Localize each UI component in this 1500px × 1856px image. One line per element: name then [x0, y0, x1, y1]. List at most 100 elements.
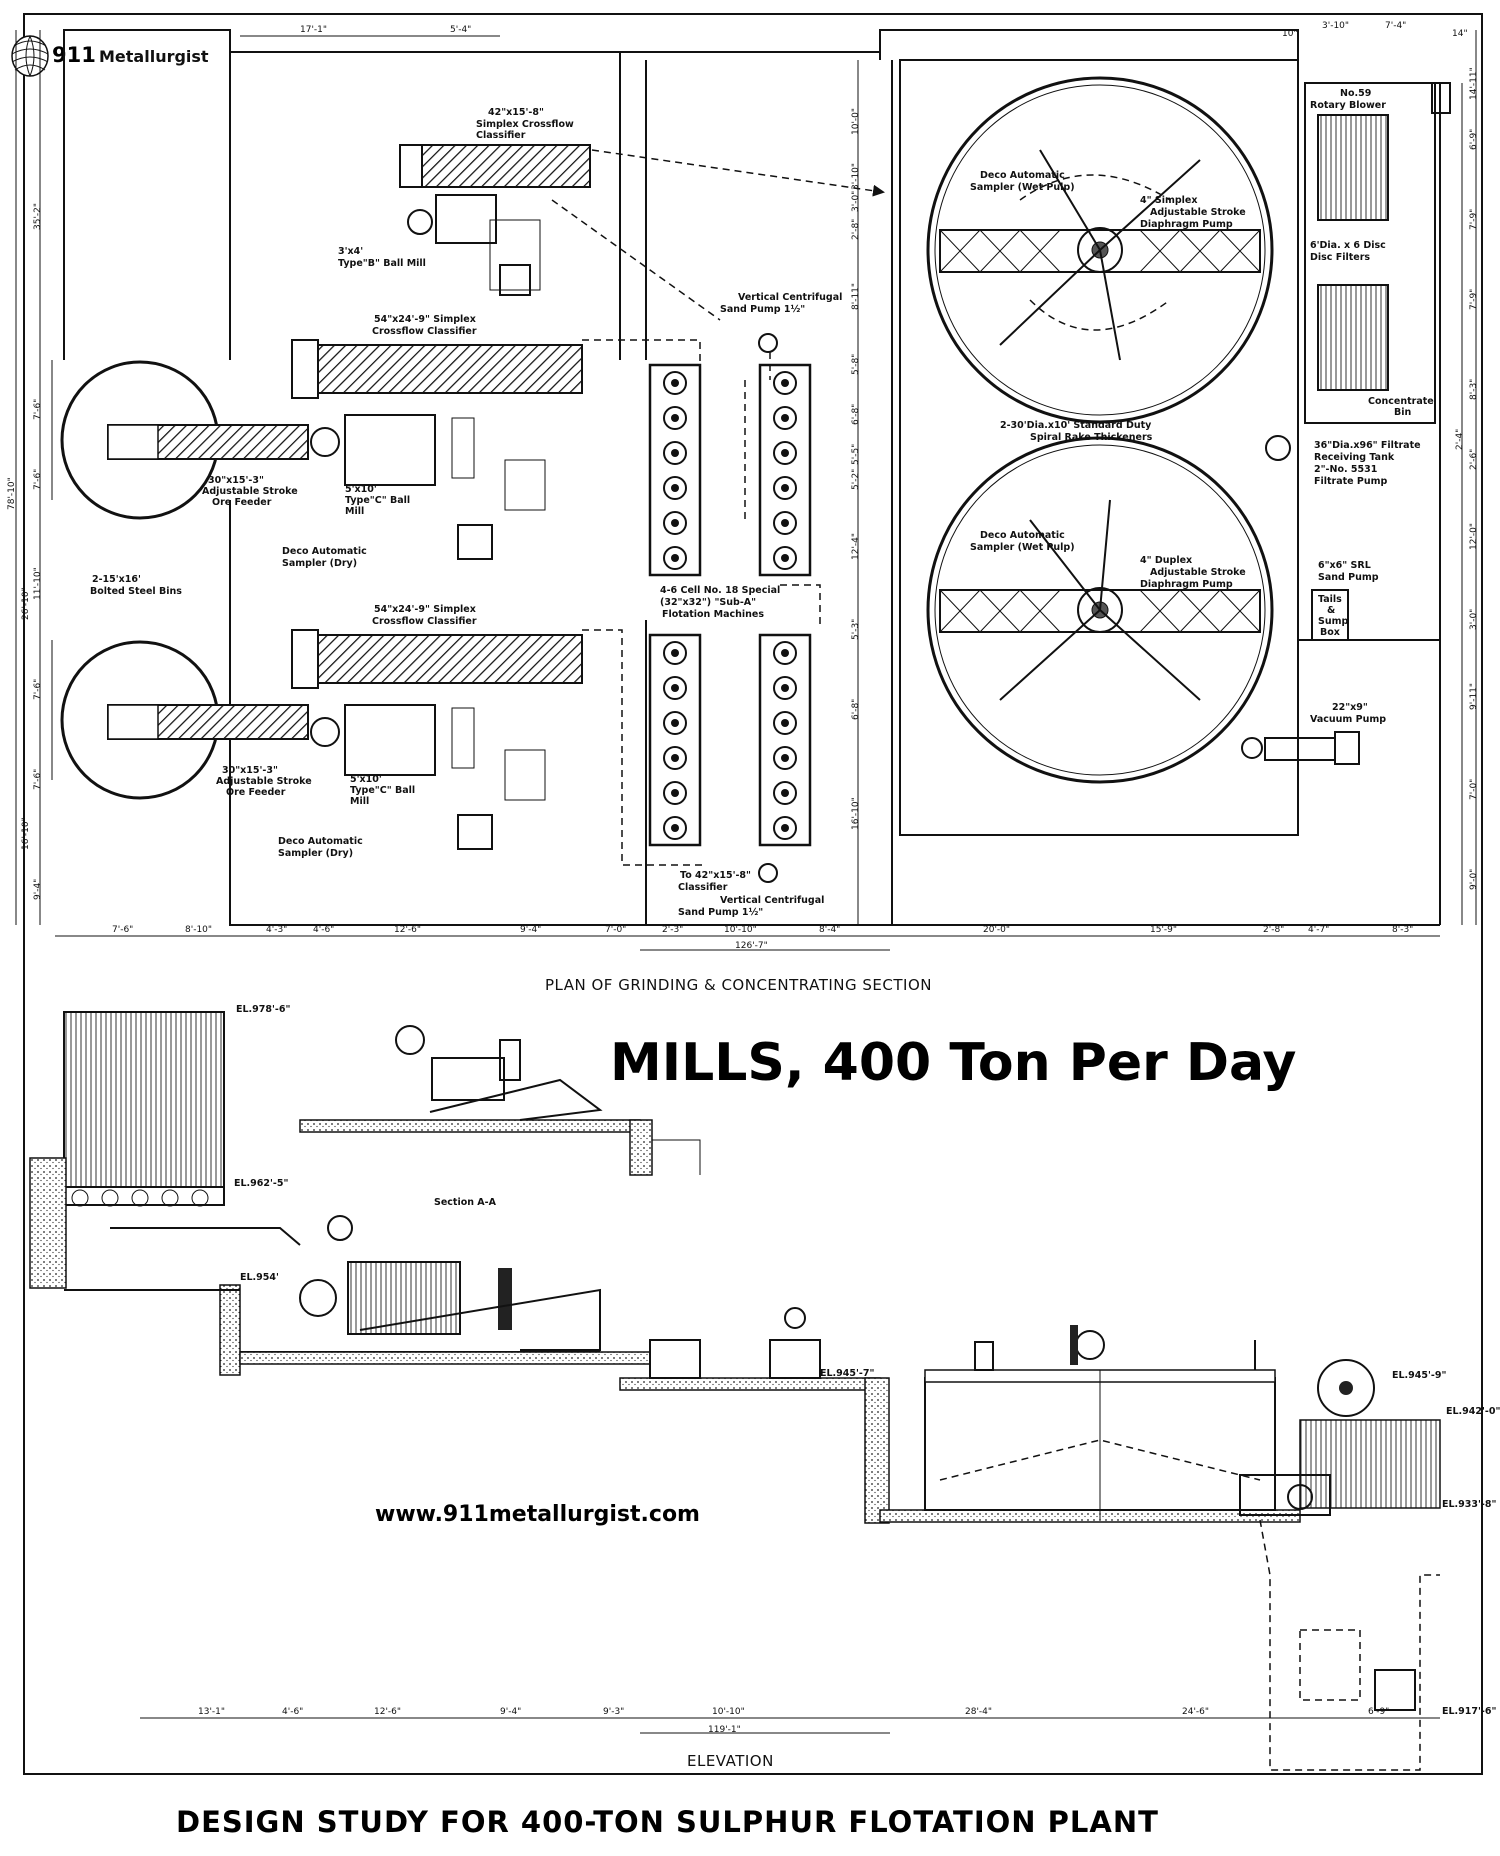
classifier-54-bottom-label: 54"x24'-9" Simplex: [374, 604, 476, 615]
dim-top-6: 14": [1452, 29, 1468, 39]
steel-bin-top: [60, 360, 309, 520]
mill-c-top-label: 5'x10': [345, 484, 377, 495]
dim-left-2: 7'-6": [33, 399, 43, 420]
logo-brand: 911: [52, 43, 96, 67]
vacuum-pump-label: 22"x9": [1332, 702, 1368, 713]
filtrate-tank-label: 36"Dia.x96" Filtrate: [1314, 440, 1421, 451]
sampler-wet-top-label: Deco Automatic: [980, 170, 1065, 181]
drawing-border: [23, 13, 1483, 1775]
flotation-machines: [648, 363, 812, 847]
flotation-impeller: [671, 449, 679, 457]
classifier-54-top-label: 54"x24'-9" Simplex: [374, 314, 476, 325]
svg-text:16'-10": 16'-10": [851, 797, 861, 830]
flotation-impeller: [781, 754, 789, 762]
diaphragm-simplex-label-3: Diaphragm Pump: [1140, 219, 1233, 230]
sampler-dry-top-label: Deco Automatic: [282, 546, 367, 557]
feeder-bottom-label: 30"x15'-3": [222, 765, 278, 776]
dim-top-4: 3'-10": [1322, 21, 1349, 31]
thickener-wall: [864, 1377, 890, 1524]
flotation-impeller: [781, 789, 789, 797]
dim-top-1: 17'-1": [300, 25, 327, 35]
tails-label-2: &: [1327, 605, 1335, 616]
dims-bottom: 7'-6"8'-10"4'-3"4'-6"12'-6"9'-4"7'-0"2'-…: [112, 925, 1413, 935]
ball-mill-b-label: 3'x4': [338, 246, 363, 257]
diaphragm-duplex-label-2: Adjustable Stroke: [1150, 567, 1246, 578]
mill-c-bottom-label: 5'x10': [350, 774, 382, 785]
foundation-left: [29, 1157, 67, 1289]
flotation-label: 4-6 Cell No. 18 Special: [660, 585, 780, 596]
classifier-42in: [399, 144, 591, 296]
classifier-42-label: 42"x15'-8": [488, 107, 544, 118]
elevation-dim-bottom: 24'-6": [1182, 1707, 1209, 1717]
diaphragm-simplex-label-2: Adjustable Stroke: [1150, 207, 1246, 218]
section-a-a-label: Section A-A: [434, 1197, 497, 1208]
elevation-dim-bottom: 13'-1": [198, 1707, 225, 1717]
svg-text:6'-8": 6'-8": [851, 699, 861, 720]
thickener-elevation: [924, 1325, 1441, 1771]
svg-text:2'-8": 2'-8": [851, 219, 861, 240]
svg-text:8'-11": 8'-11": [851, 283, 861, 310]
headline: MILLS, 400 Ton Per Day: [610, 1033, 1296, 1093]
feeder-bottom-label-3: Ore Feeder: [226, 787, 286, 798]
classifier-42-label-3: Classifier: [476, 130, 526, 141]
dim-top-2: 5'-4": [450, 25, 471, 35]
dim-left-1: 35'-2": [33, 203, 43, 230]
dim-top-5: 7'-4": [1385, 21, 1406, 31]
classifier-54in-bottom: [291, 629, 583, 850]
svg-text:10'-0": 10'-0": [851, 108, 861, 135]
thickener-bottom: [926, 436, 1274, 784]
flotation-bank: [648, 633, 702, 847]
elevation-view: EL.978'-6" EL.962'-5" EL.954' Section A-…: [29, 1004, 1500, 1771]
dim-left-4: 26'-10": [21, 587, 31, 620]
dim-left-7: 7'-6": [33, 769, 43, 790]
filtrate-tank-label-2: Receiving Tank: [1314, 452, 1395, 463]
flotation-impeller: [781, 484, 789, 492]
svg-text:8'-3": 8'-3": [1469, 379, 1479, 400]
elevation-dim-bottom: 12'-6": [374, 1707, 401, 1717]
flotation-impeller: [781, 684, 789, 692]
thickeners-label: 2-30'Dia.x10' Standard Duty: [1000, 420, 1152, 431]
svg-text:7'-9": 7'-9": [1469, 289, 1479, 310]
logo-name: Metallurgist: [99, 47, 209, 66]
svg-text:9'-0": 9'-0": [1469, 869, 1479, 890]
flotation-impeller: [671, 649, 679, 657]
plan-dim-bottom: 8'-10": [185, 925, 212, 935]
plan-dim-bottom: 20'-0": [983, 925, 1010, 935]
diaphragm-duplex-label-3: Diaphragm Pump: [1140, 579, 1233, 590]
svg-text:6'-8": 6'-8": [851, 404, 861, 425]
plan-dim-bottom: 2'-8": [1263, 925, 1284, 935]
plan-dim-bottom: 10'-10": [724, 925, 757, 935]
bins-label-2: Bolted Steel Bins: [90, 586, 182, 597]
filtrate-tank: [1265, 435, 1291, 461]
flotation-impeller: [671, 519, 679, 527]
pump-bottom-label: Vertical Centrifugal: [720, 895, 824, 906]
pump-top-label-2: Sand Pump 1½": [720, 304, 805, 315]
vacuum-pump: [1241, 731, 1360, 765]
to-classifier-label: To 42"x15'-8": [680, 870, 751, 881]
elevation-dim-bottom: 9'-4": [500, 1707, 521, 1717]
flotation-floor: [619, 1377, 881, 1391]
flotation-impeller: [671, 719, 679, 727]
level-954: EL.954': [240, 1272, 279, 1283]
dim-left-5: 11'-10": [33, 567, 43, 600]
flotation-impeller: [781, 649, 789, 657]
level-917: EL.917'-6": [1442, 1706, 1496, 1717]
elevation-dim-bottom: 4'-6": [282, 1707, 303, 1717]
svg-text:5'-2": 5'-2": [851, 469, 861, 490]
plan-dim-bottom: 7'-0": [605, 925, 626, 935]
disc-filters: [1304, 82, 1451, 424]
elevation-caption: ELEVATION: [687, 1752, 774, 1770]
tails-box: [1311, 589, 1349, 641]
flotation-label-2: (32"x32") "Sub-A": [660, 597, 756, 608]
plan-dim-bottom: 4'-7": [1308, 925, 1329, 935]
plan-dim-bottom: 2'-3": [662, 925, 683, 935]
striped-globe-icon: [11, 35, 49, 77]
tails-label-4: Box: [1320, 627, 1340, 638]
filtrate-tank-label-3: 2"-No. 5531: [1314, 464, 1377, 475]
level-933: EL.933'-8": [1442, 1499, 1496, 1510]
diaphragm-duplex-label: 4" Duplex: [1140, 555, 1192, 566]
svg-text:7'-9": 7'-9": [1469, 209, 1479, 230]
pump-top-label: Vertical Centrifugal: [738, 292, 842, 303]
srl-pump-label: 6"x6" SRL: [1318, 560, 1371, 571]
sampler-wet-bottom-label: Deco Automatic: [980, 530, 1065, 541]
